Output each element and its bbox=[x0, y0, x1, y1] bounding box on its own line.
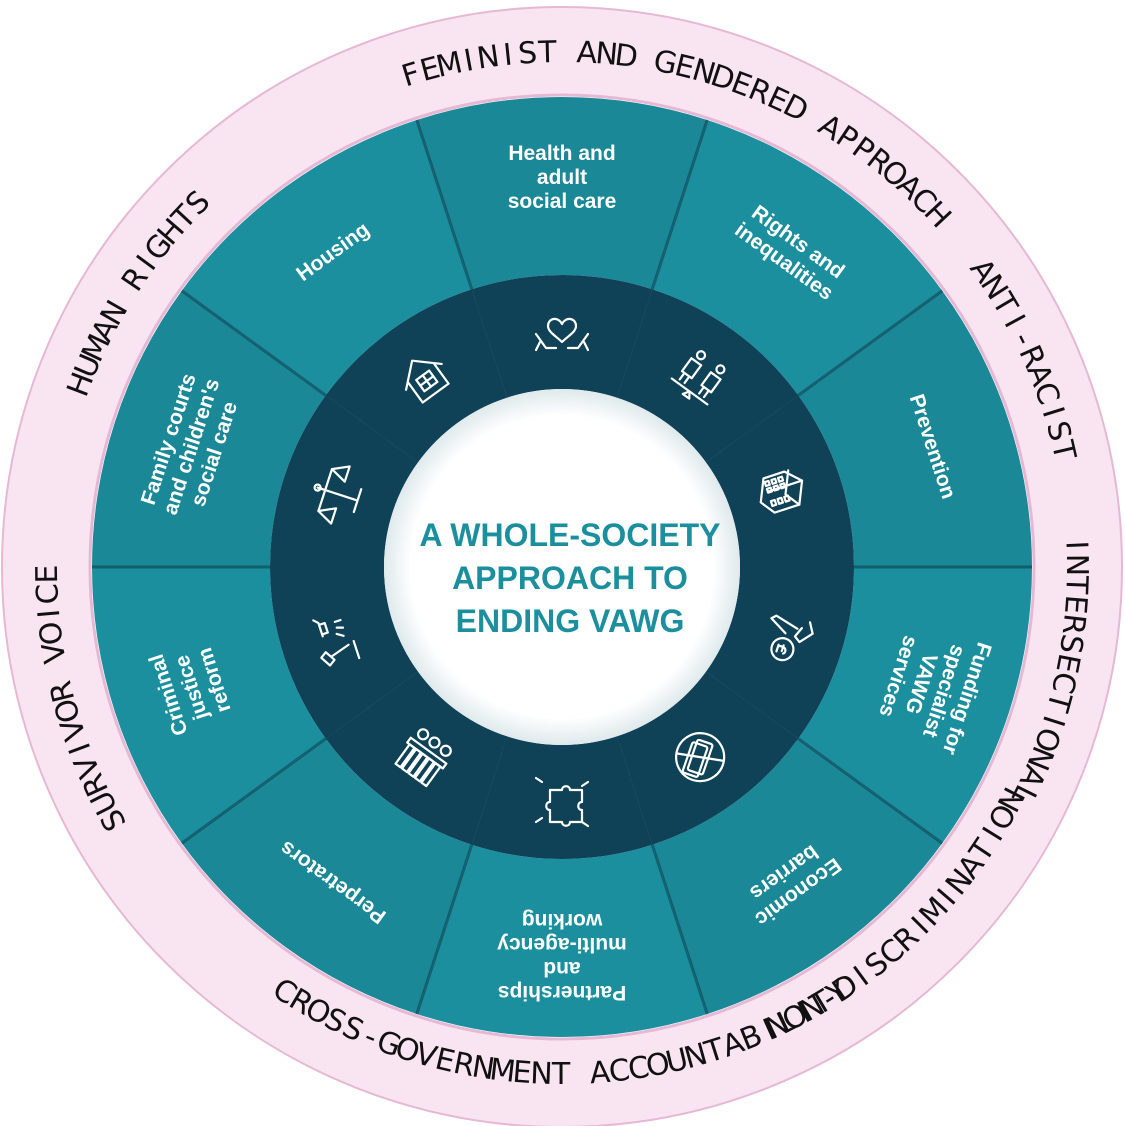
principle-char: A bbox=[588, 1055, 613, 1092]
principle-char: I bbox=[502, 37, 516, 73]
segment-label-line: Partnerships bbox=[498, 981, 626, 1004]
center-circle bbox=[384, 389, 740, 745]
principle-char: T bbox=[1058, 574, 1094, 597]
heart-hands-icon bbox=[534, 317, 590, 352]
principle-char: C bbox=[607, 1052, 634, 1089]
principle-char: A bbox=[576, 35, 600, 71]
inner-segment-4 bbox=[471, 736, 653, 859]
principle-char: I bbox=[1058, 540, 1093, 552]
segment-7 bbox=[92, 290, 326, 567]
segment-label-line: social care bbox=[508, 190, 617, 213]
hand-coin-icon bbox=[770, 614, 814, 662]
principle-char: E bbox=[511, 1055, 535, 1092]
segment-label-line: Health and bbox=[508, 142, 615, 165]
balance-people-icon bbox=[670, 350, 726, 406]
center-title-line-1: A WHOLE-SOCIETY bbox=[419, 517, 720, 553]
principle-char: C bbox=[626, 1049, 654, 1087]
principle-char: N bbox=[530, 1056, 556, 1092]
icon-ring bbox=[270, 275, 854, 859]
principle-char: N bbox=[469, 1049, 499, 1087]
no-money-icon bbox=[675, 732, 726, 783]
focus-area-segments: Rights andinequalitiesPreventionFunding … bbox=[92, 97, 1032, 1037]
center-title-line-3: ENDING VAWG bbox=[456, 603, 685, 639]
inner-segment-9 bbox=[471, 275, 653, 398]
segment-label-line: multi-agency bbox=[497, 933, 627, 956]
segment-label-line: and bbox=[543, 957, 580, 980]
principle-char: I bbox=[32, 606, 68, 620]
house-icon bbox=[404, 359, 450, 404]
segment-2 bbox=[798, 567, 1032, 844]
principle-char: N bbox=[475, 39, 504, 77]
buildings-icon bbox=[759, 469, 804, 514]
principle-char: O bbox=[33, 617, 71, 647]
gavel-camera-icon bbox=[312, 618, 361, 667]
puzzle-hands-icon bbox=[534, 776, 590, 828]
principle-char: D bbox=[613, 38, 642, 76]
principle-char: T bbox=[537, 35, 559, 71]
principle-char: E bbox=[30, 562, 65, 583]
principle-char: N bbox=[594, 36, 621, 73]
segment-label-line: working bbox=[522, 909, 604, 932]
principle-char: N bbox=[1059, 554, 1094, 579]
principle-char: E bbox=[1057, 594, 1093, 618]
center-title-line-2: APPROACH TO bbox=[452, 560, 688, 596]
scales-icon bbox=[313, 465, 363, 525]
inner-segment-6 bbox=[270, 567, 418, 739]
principle-char: C bbox=[30, 581, 66, 606]
segment-5 bbox=[181, 738, 472, 1014]
segment-9 bbox=[416, 97, 708, 290]
principle-char: M bbox=[488, 1052, 520, 1090]
inner-segment-8 bbox=[325, 289, 507, 463]
segment-4 bbox=[416, 844, 708, 1037]
group-figures-icon bbox=[394, 728, 452, 788]
segment-0 bbox=[652, 120, 943, 396]
segment-1 bbox=[798, 290, 1032, 567]
inner-segment-2 bbox=[706, 567, 854, 739]
segment-8 bbox=[181, 120, 472, 396]
principle-char: T bbox=[551, 1057, 572, 1092]
principle-char: S bbox=[517, 35, 540, 71]
segment-6 bbox=[92, 567, 326, 844]
segment-3 bbox=[652, 738, 943, 1014]
principle-char: S bbox=[1052, 632, 1090, 658]
principle-char: R bbox=[1055, 612, 1092, 639]
segment-label-line: adult bbox=[537, 166, 587, 189]
